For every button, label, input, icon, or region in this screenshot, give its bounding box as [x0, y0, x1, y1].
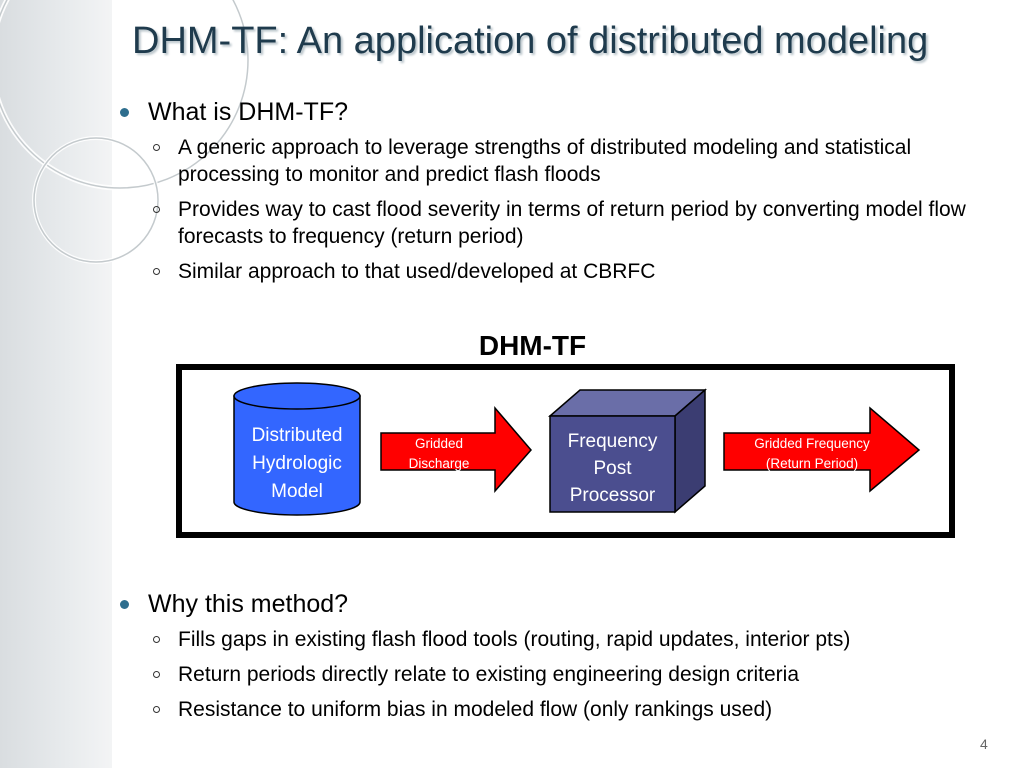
bullet-heading-text: What is DHM-TF?	[148, 98, 348, 126]
processor-line: Processor	[569, 485, 656, 506]
sub-bullet-item: Return periods directly relate to existi…	[120, 661, 1015, 688]
sub-bullet-text: Return periods directly relate to existi…	[178, 663, 799, 686]
gridded-discharge-label: Gridded Discharge	[379, 434, 499, 474]
sub-bullet-text: Similar approach to that used/developed …	[178, 260, 656, 283]
arrow-right-icon	[723, 406, 921, 493]
sub-bullet-text: Resistance to uniform bias in modeled fl…	[178, 698, 773, 721]
bullet-heading-what: What is DHM-TF?	[120, 96, 1015, 128]
bullet-heading-text: Why this method?	[148, 590, 349, 618]
arrow-line: Discharge	[408, 456, 470, 471]
arrow-right-icon	[380, 405, 532, 493]
sub-bullet-ring-icon	[153, 144, 160, 151]
bullet-dot-icon	[120, 108, 129, 117]
sub-bullet-text: Provides way to cast flood severity in t…	[178, 198, 966, 248]
decorative-circles	[0, 0, 251, 264]
model-line: Distributed	[251, 425, 343, 446]
bullet-heading-why: Why this method?	[120, 588, 1015, 620]
sub-bullet-item: Fills gaps in existing flash flood tools…	[120, 626, 1015, 653]
slide-title: DHM-TF: An application of distributed mo…	[132, 20, 929, 62]
cube-processor-icon	[547, 388, 708, 514]
arrow-line: (Return Period)	[765, 456, 859, 471]
side-band	[0, 0, 112, 768]
arrow-line: Gridded Frequency	[754, 436, 870, 451]
sub-bullet-item: Resistance to uniform bias in modeled fl…	[120, 696, 1015, 723]
database-cylinder-icon	[233, 382, 361, 516]
bullet-dot-icon	[120, 600, 129, 609]
model-line: Model	[271, 481, 323, 502]
sub-bullet-item: Provides way to cast flood severity in t…	[120, 196, 1015, 250]
processor-line: Frequency	[567, 431, 658, 452]
page-number: 4	[980, 736, 988, 752]
diagram-frame: Distributed Hydrologic Model Gridded Dis…	[176, 364, 955, 538]
diagram-label: DHM-TF	[478, 330, 587, 361]
sub-bullet-ring-icon	[153, 268, 160, 275]
bullet-list-why: Why this method? Fills gaps in existing …	[120, 588, 1015, 731]
sub-bullet-list: A generic approach to leverage strengths…	[120, 134, 1015, 285]
processor-label: Frequency Post Processor	[550, 428, 675, 509]
sub-bullet-ring-icon	[153, 671, 160, 678]
bullet-list-what: What is DHM-TF? A generic approach to le…	[120, 96, 1015, 293]
sub-bullet-item: Similar approach to that used/developed …	[120, 258, 1015, 285]
gridded-frequency-label: Gridded Frequency (Return Period)	[722, 434, 902, 474]
sub-bullet-item: A generic approach to leverage strengths…	[120, 134, 1015, 188]
sub-bullet-text: A generic approach to leverage strengths…	[178, 136, 912, 186]
arrow-line: Gridded	[414, 436, 464, 451]
diagram-graphics	[233, 382, 921, 516]
sub-bullet-ring-icon	[153, 206, 160, 213]
sub-bullet-ring-icon	[153, 706, 160, 713]
sub-bullet-text: Fills gaps in existing flash flood tools…	[178, 628, 851, 651]
sub-bullet-ring-icon	[153, 636, 160, 643]
sub-bullet-list: Fills gaps in existing flash flood tools…	[120, 626, 1015, 723]
model-label: Distributed Hydrologic Model	[232, 422, 362, 506]
processor-line: Post	[593, 458, 632, 479]
model-line: Hydrologic	[252, 453, 342, 474]
